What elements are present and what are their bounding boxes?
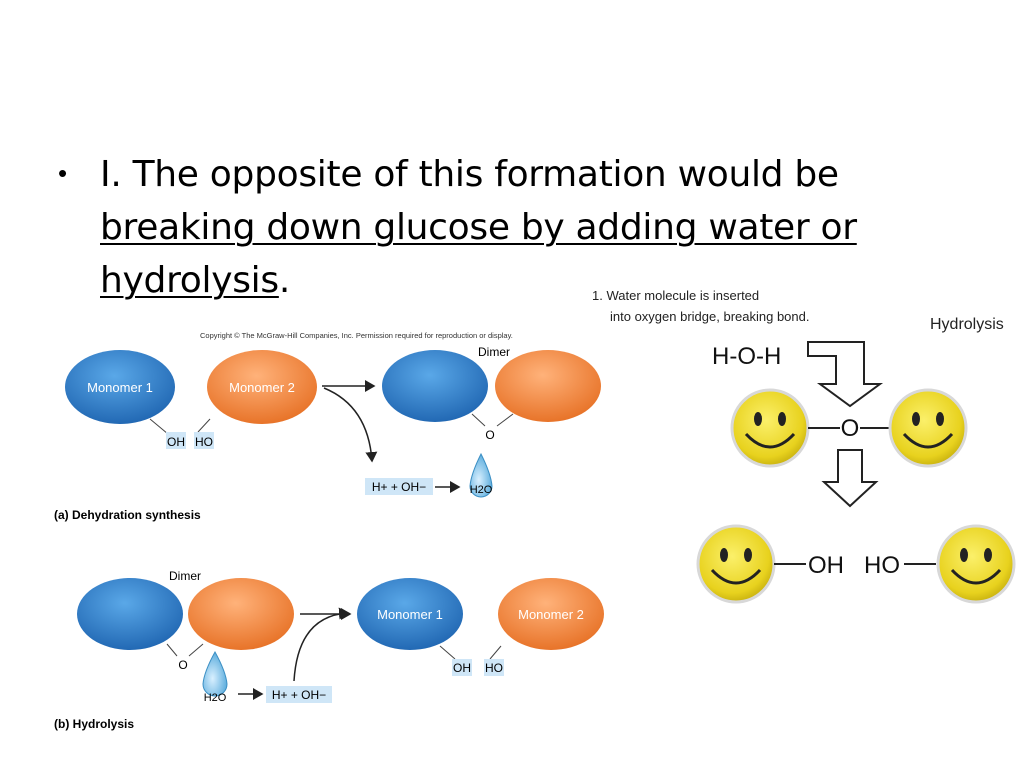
insert-arrow-icon [807,341,884,408]
water-drop-icon [469,452,493,498]
ho-highlight [194,432,214,449]
bond-line [149,418,169,435]
bond-line [197,418,211,433]
dimer-label: Dimer [169,569,201,583]
hydrolysis-title: Hydrolysis [930,316,1004,333]
bond-line [496,413,514,427]
bullet-dot: • [58,158,68,188]
bullet-point: • I. The opposite of this formation woul… [58,148,918,307]
monomer-2-label: Monomer 2 [518,607,584,622]
bond-line [166,643,178,657]
dimer-blue-shape [382,350,488,422]
bullet-trail: . [278,260,290,301]
monomer-2-shape [498,578,604,650]
oh-highlight [452,659,472,676]
water-drop-icon [202,650,228,697]
smiley-right-icon [888,388,968,468]
dimer-orange-shape [495,350,601,422]
oh-label: OH [167,435,185,449]
ho-label: HO [864,552,900,579]
water-label: H2O [204,692,227,704]
oh-label: OH [808,552,844,579]
dehydration-hydrolysis-figure: Copyright © The McGraw-Hill Companies, I… [54,331,604,731]
step-text-line-1: 1. Water molecule is inserted [592,288,759,303]
byproduct-arrow [323,387,378,463]
monomer-2-label: Monomer 2 [229,380,295,395]
split-arrow-icon [821,449,879,508]
monomer-1-label: Monomer 1 [87,380,153,395]
ho-highlight [484,659,504,676]
water-formula: H-O-H [712,343,781,370]
ho-label: HO [485,661,503,675]
oh-highlight [166,432,186,449]
hydrolysis-caption: (b) Hydrolysis [54,717,134,731]
dimer-blue-shape [77,578,183,650]
ions-label: H+ + OH− [372,480,426,494]
dimer-orange-shape [188,578,294,650]
oxygen-bridge-label: O [841,415,860,442]
ions-label: H+ + OH− [272,688,326,702]
monomer-2-shape [207,350,317,424]
bullet-lead: I. The opposite of this formation would … [100,154,839,195]
ions-highlight [266,686,332,703]
oxygen-bridge-label: O [178,658,187,672]
smiley-bottom-left-icon [696,524,776,604]
bullet-underlined: breaking down glucose by adding water or… [100,207,857,301]
reaction-join-arrow [293,607,350,682]
copyright-notice: Copyright © The McGraw-Hill Companies, I… [200,331,513,340]
bond-line [471,413,486,427]
smiley-bottom-right-icon [936,524,1016,604]
water-label: H2O [470,484,493,496]
smiley-left-icon [730,388,810,468]
ho-label: HO [195,435,213,449]
ions-highlight [365,478,433,495]
monomer-1-shape [65,350,175,424]
oh-label: OH [453,661,471,675]
dehydration-caption: (a) Dehydration synthesis [54,508,201,522]
bullet-text: I. The opposite of this formation would … [100,148,918,307]
monomer-1-label: Monomer 1 [377,607,443,622]
step-text-line-2: into oxygen bridge, breaking bond. [610,309,809,324]
oxygen-bridge-label: O [485,428,494,442]
monomer-1-shape [357,578,463,650]
bond-line [439,645,456,660]
dimer-label: Dimer [478,345,510,359]
bond-line [489,645,502,660]
smiley-hydrolysis-figure: 1. Water molecule is inserted into oxyge… [592,288,1016,604]
bond-line [188,643,204,657]
